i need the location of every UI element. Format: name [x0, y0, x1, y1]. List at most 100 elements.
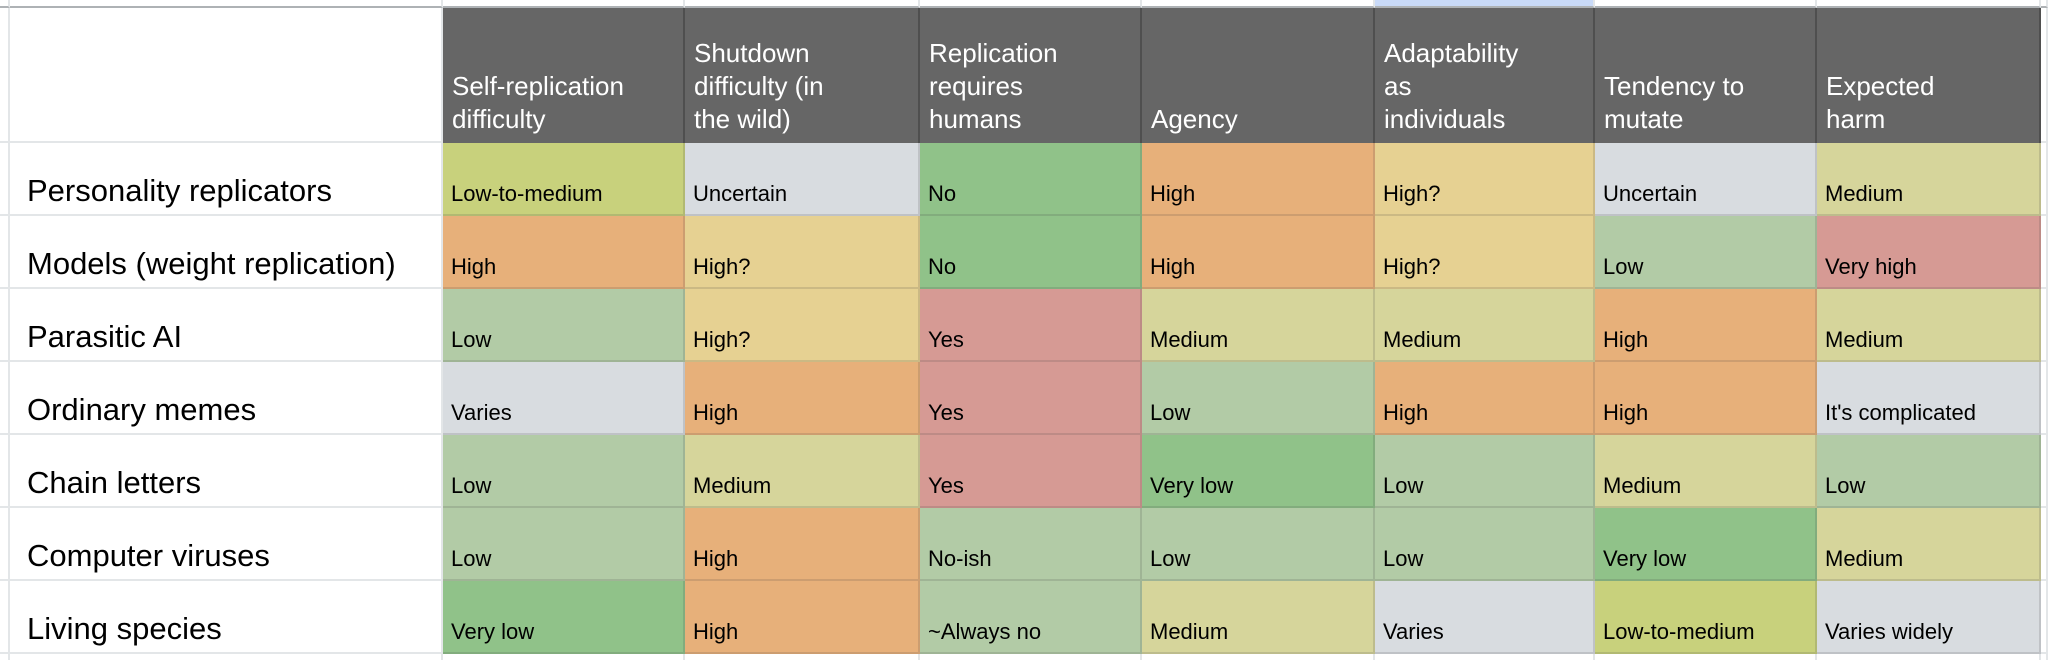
partial-column-cell [0, 216, 10, 289]
cell-computer-viruses--self-replication-difficulty[interactable]: Low [443, 508, 685, 581]
column-header-agency[interactable]: Agency [1142, 8, 1375, 143]
partial-row-cell [1595, 0, 1817, 8]
row-label-parasitic-ai[interactable]: Parasitic AI [10, 289, 443, 362]
cell-models-weight-replication--agency[interactable]: High [1142, 216, 1375, 289]
row-label-personality-replicators[interactable]: Personality replicators [10, 143, 443, 216]
partial-row-cell [10, 0, 443, 8]
selection-highlight-cell[interactable] [1375, 0, 1595, 8]
partial-column-cell [0, 143, 10, 216]
partial-row-cell [1595, 654, 1817, 660]
cell-living-species--self-replication-difficulty[interactable]: Very low [443, 581, 685, 654]
partial-column-cell [2041, 8, 2048, 143]
cell-chain-letters--replication-requires-humans[interactable]: Yes [920, 435, 1142, 508]
cell-personality-replicators--self-replication-difficulty[interactable]: Low-to-medium [443, 143, 685, 216]
row-label-computer-viruses[interactable]: Computer viruses [10, 508, 443, 581]
cell-models-weight-replication--shutdown-difficulty-in-the-wild[interactable]: High? [685, 216, 920, 289]
cell-parasitic-ai--self-replication-difficulty[interactable]: Low [443, 289, 685, 362]
partial-row-cell [10, 654, 443, 660]
row-label-ordinary-memes[interactable]: Ordinary memes [10, 362, 443, 435]
cell-ordinary-memes--agency[interactable]: Low [1142, 362, 1375, 435]
row-label-living-species[interactable]: Living species [10, 581, 443, 654]
partial-column-cell [2041, 362, 2048, 435]
cell-chain-letters--tendency-to-mutate[interactable]: Medium [1595, 435, 1817, 508]
cell-chain-letters--shutdown-difficulty-in-the-wild[interactable]: Medium [685, 435, 920, 508]
partial-row-cell [1817, 654, 2041, 660]
cell-personality-replicators--adaptability-as-individuals[interactable]: High? [1375, 143, 1595, 216]
cell-personality-replicators--tendency-to-mutate[interactable]: Uncertain [1595, 143, 1817, 216]
partial-column-cell [0, 8, 10, 143]
cell-living-species--shutdown-difficulty-in-the-wild[interactable]: High [685, 581, 920, 654]
cell-parasitic-ai--agency[interactable]: Medium [1142, 289, 1375, 362]
cell-parasitic-ai--shutdown-difficulty-in-the-wild[interactable]: High? [685, 289, 920, 362]
cell-parasitic-ai--tendency-to-mutate[interactable]: High [1595, 289, 1817, 362]
cell-chain-letters--agency[interactable]: Very low [1142, 435, 1375, 508]
cell-personality-replicators--agency[interactable]: High [1142, 143, 1375, 216]
partial-column-cell [0, 581, 10, 654]
column-header-replication-requires-humans[interactable]: Replication requires humans [920, 8, 1142, 143]
cell-computer-viruses--tendency-to-mutate[interactable]: Very low [1595, 508, 1817, 581]
cell-ordinary-memes--self-replication-difficulty[interactable]: Varies [443, 362, 685, 435]
partial-row-cell [920, 654, 1142, 660]
cell-computer-viruses--adaptability-as-individuals[interactable]: Low [1375, 508, 1595, 581]
column-header-tendency-to-mutate[interactable]: Tendency to mutate [1595, 8, 1817, 143]
partial-row-cell [1375, 654, 1595, 660]
cell-ordinary-memes--replication-requires-humans[interactable]: Yes [920, 362, 1142, 435]
cell-models-weight-replication--adaptability-as-individuals[interactable]: High? [1375, 216, 1595, 289]
column-header-adaptability-as-individuals[interactable]: Adaptability as individuals [1375, 8, 1595, 143]
partial-row-cell [0, 654, 10, 660]
cell-living-species--expected-harm[interactable]: Varies widely [1817, 581, 2041, 654]
partial-column-cell [2041, 508, 2048, 581]
partial-row-cell [2041, 0, 2048, 8]
cell-chain-letters--self-replication-difficulty[interactable]: Low [443, 435, 685, 508]
cell-computer-viruses--expected-harm[interactable]: Medium [1817, 508, 2041, 581]
cell-computer-viruses--replication-requires-humans[interactable]: No-ish [920, 508, 1142, 581]
column-header-shutdown-difficulty-in-the-wild[interactable]: Shutdown difficulty (in the wild) [685, 8, 920, 143]
cell-personality-replicators--replication-requires-humans[interactable]: No [920, 143, 1142, 216]
partial-row-cell [920, 0, 1142, 8]
cell-living-species--tendency-to-mutate[interactable]: Low-to-medium [1595, 581, 1817, 654]
cell-personality-replicators--expected-harm[interactable]: Medium [1817, 143, 2041, 216]
partial-row-cell [2041, 654, 2048, 660]
cell-computer-viruses--agency[interactable]: Low [1142, 508, 1375, 581]
partial-column-cell [0, 362, 10, 435]
partial-row-cell [443, 0, 685, 8]
partial-column-cell [2041, 581, 2048, 654]
cell-parasitic-ai--adaptability-as-individuals[interactable]: Medium [1375, 289, 1595, 362]
partial-column-cell [2041, 143, 2048, 216]
corner-cell[interactable] [10, 8, 443, 143]
partial-column-cell [2041, 289, 2048, 362]
cell-parasitic-ai--expected-harm[interactable]: Medium [1817, 289, 2041, 362]
cell-models-weight-replication--self-replication-difficulty[interactable]: High [443, 216, 685, 289]
cell-living-species--agency[interactable]: Medium [1142, 581, 1375, 654]
partial-column-cell [2041, 435, 2048, 508]
partial-row-cell [0, 0, 10, 8]
partial-row-cell [1142, 0, 1375, 8]
partial-row-cell [685, 0, 920, 8]
partial-column-cell [2041, 216, 2048, 289]
cell-ordinary-memes--expected-harm[interactable]: It's complicated [1817, 362, 2041, 435]
cell-ordinary-memes--shutdown-difficulty-in-the-wild[interactable]: High [685, 362, 920, 435]
partial-column-cell [0, 435, 10, 508]
partial-row-cell [1817, 0, 2041, 8]
cell-ordinary-memes--tendency-to-mutate[interactable]: High [1595, 362, 1817, 435]
cell-chain-letters--expected-harm[interactable]: Low [1817, 435, 2041, 508]
partial-row-cell [685, 654, 920, 660]
row-label-models-weight-replication[interactable]: Models (weight replication) [10, 216, 443, 289]
partial-row-cell [1142, 654, 1375, 660]
row-label-chain-letters[interactable]: Chain letters [10, 435, 443, 508]
partial-column-cell [0, 289, 10, 362]
cell-ordinary-memes--adaptability-as-individuals[interactable]: High [1375, 362, 1595, 435]
column-header-expected-harm[interactable]: Expected harm [1817, 8, 2041, 143]
cell-living-species--adaptability-as-individuals[interactable]: Varies [1375, 581, 1595, 654]
cell-computer-viruses--shutdown-difficulty-in-the-wild[interactable]: High [685, 508, 920, 581]
partial-row-cell [443, 654, 685, 660]
cell-models-weight-replication--expected-harm[interactable]: Very high [1817, 216, 2041, 289]
cell-models-weight-replication--replication-requires-humans[interactable]: No [920, 216, 1142, 289]
cell-chain-letters--adaptability-as-individuals[interactable]: Low [1375, 435, 1595, 508]
cell-parasitic-ai--replication-requires-humans[interactable]: Yes [920, 289, 1142, 362]
column-header-self-replication-difficulty[interactable]: Self-replication difficulty [443, 8, 685, 143]
cell-models-weight-replication--tendency-to-mutate[interactable]: Low [1595, 216, 1817, 289]
cell-personality-replicators--shutdown-difficulty-in-the-wild[interactable]: Uncertain [685, 143, 920, 216]
cell-living-species--replication-requires-humans[interactable]: ~Always no [920, 581, 1142, 654]
